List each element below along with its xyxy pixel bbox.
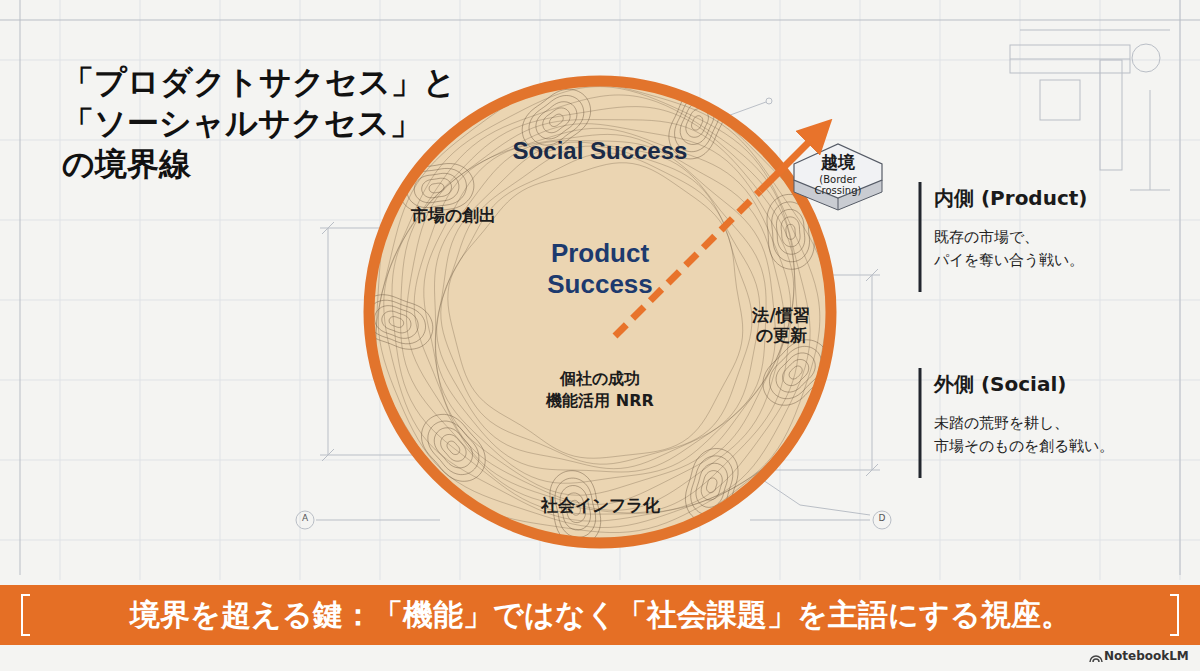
ring-label: 法/慣習 の更新: [741, 305, 821, 346]
block-title: 越境: [790, 152, 886, 172]
inner-side-note: 内側 (Product) 既存の市場で、 パイを奪い合う戦い。: [918, 182, 1168, 292]
note-heading: 内側 (Product): [934, 186, 1164, 210]
outer-side-note: 外側 (Social) 未踏の荒野を耕し、 市場そのものを創る戦い。: [918, 368, 1168, 478]
caption-bar: 境界を超える鍵：「機能」ではなく「社会課題」を主語にする視座。: [0, 585, 1200, 645]
ring-label: 市場の創出: [393, 205, 513, 225]
ring-label: 社会インフラ化: [500, 495, 700, 515]
note-heading: 外側 (Social): [934, 372, 1164, 396]
core-body: 個社の成功 機能活用 NRR: [540, 368, 660, 411]
border-crossing-block: 越境(Border Crossing): [790, 140, 886, 212]
core-title: Product Success: [510, 238, 690, 300]
watermark-icon: [1090, 656, 1102, 662]
note-body: 未踏の荒野を耕し、 市場そのものを創る戦い。: [934, 412, 1134, 457]
callout-letter: D: [874, 514, 890, 524]
watermark: NotebookLM: [1104, 650, 1194, 663]
note-body: 既存の市場で、 パイを奪い合う戦い。: [934, 226, 1134, 271]
ring-title: Social Success: [363, 137, 837, 166]
callout-letter: A: [297, 514, 313, 524]
diagram-title: 「プロダクトサクセス」と 「ソーシャルサクセス」 の境界線: [62, 62, 462, 185]
social-success-ring: Product Success 個社の成功 機能活用 NRR Social Succ…: [363, 75, 837, 549]
caption-text: 境界を超える鍵：「機能」ではなく「社会課題」を主語にする視座。: [0, 596, 1200, 634]
block-subtitle: (Border Crossing): [806, 174, 870, 196]
